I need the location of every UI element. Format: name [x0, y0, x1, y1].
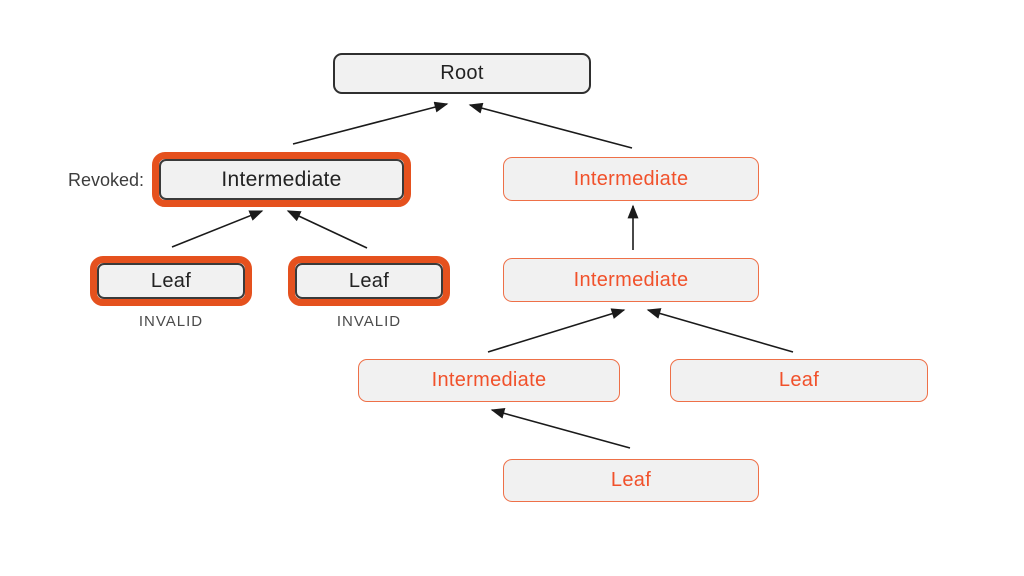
edge-intermediate-revoked-to-root: [292, 101, 449, 145]
node-leaf-right: Leaf: [670, 359, 928, 402]
node-leaf-invalid-left-label: Leaf: [150, 269, 192, 292]
node-intermediate-right-3-label: Intermediate: [431, 369, 547, 391]
invalid-label-left: INVALID: [138, 313, 204, 330]
node-leaf-invalid-right: Leaf: [288, 256, 450, 306]
node-intermediate-right-3: Intermediate: [358, 359, 620, 402]
edge-intermediate-right-3-to-intermediate-right-2: [487, 308, 626, 353]
node-intermediate-right-1: Intermediate: [503, 157, 759, 201]
node-leaf-bottom: Leaf: [503, 459, 759, 502]
node-leaf-invalid-right-label: Leaf: [348, 269, 390, 292]
node-leaf-invalid-left-inner: Leaf: [97, 263, 245, 299]
invalid-label-right: INVALID: [336, 313, 402, 330]
node-intermediate-right-2: Intermediate: [503, 258, 759, 302]
node-intermediate-revoked-label: Intermediate: [221, 167, 342, 191]
edge-leaf-right-to-intermediate-right-2: [646, 308, 794, 353]
node-root: Root: [333, 53, 591, 94]
node-root-label: Root: [440, 62, 484, 84]
edge-leaf-bottom-to-intermediate-right-3: [490, 407, 631, 449]
node-intermediate-right-1-label: Intermediate: [573, 167, 689, 190]
edge-leaf-invalid-right-to-intermediate-revoked: [286, 210, 368, 249]
node-leaf-invalid-left: Leaf: [90, 256, 252, 306]
node-leaf-bottom-label: Leaf: [610, 469, 652, 491]
node-intermediate-revoked-inner: Intermediate: [159, 159, 404, 200]
node-intermediate-revoked: Intermediate: [152, 152, 411, 207]
edge-leaf-invalid-left-to-intermediate-revoked: [171, 210, 264, 248]
node-leaf-right-label: Leaf: [778, 369, 820, 391]
node-intermediate-right-2-label: Intermediate: [573, 268, 689, 291]
edge-intermediate-right-1-to-root: [468, 102, 633, 149]
node-leaf-invalid-right-inner: Leaf: [295, 263, 443, 299]
revoked-label: Revoked:: [67, 170, 144, 190]
